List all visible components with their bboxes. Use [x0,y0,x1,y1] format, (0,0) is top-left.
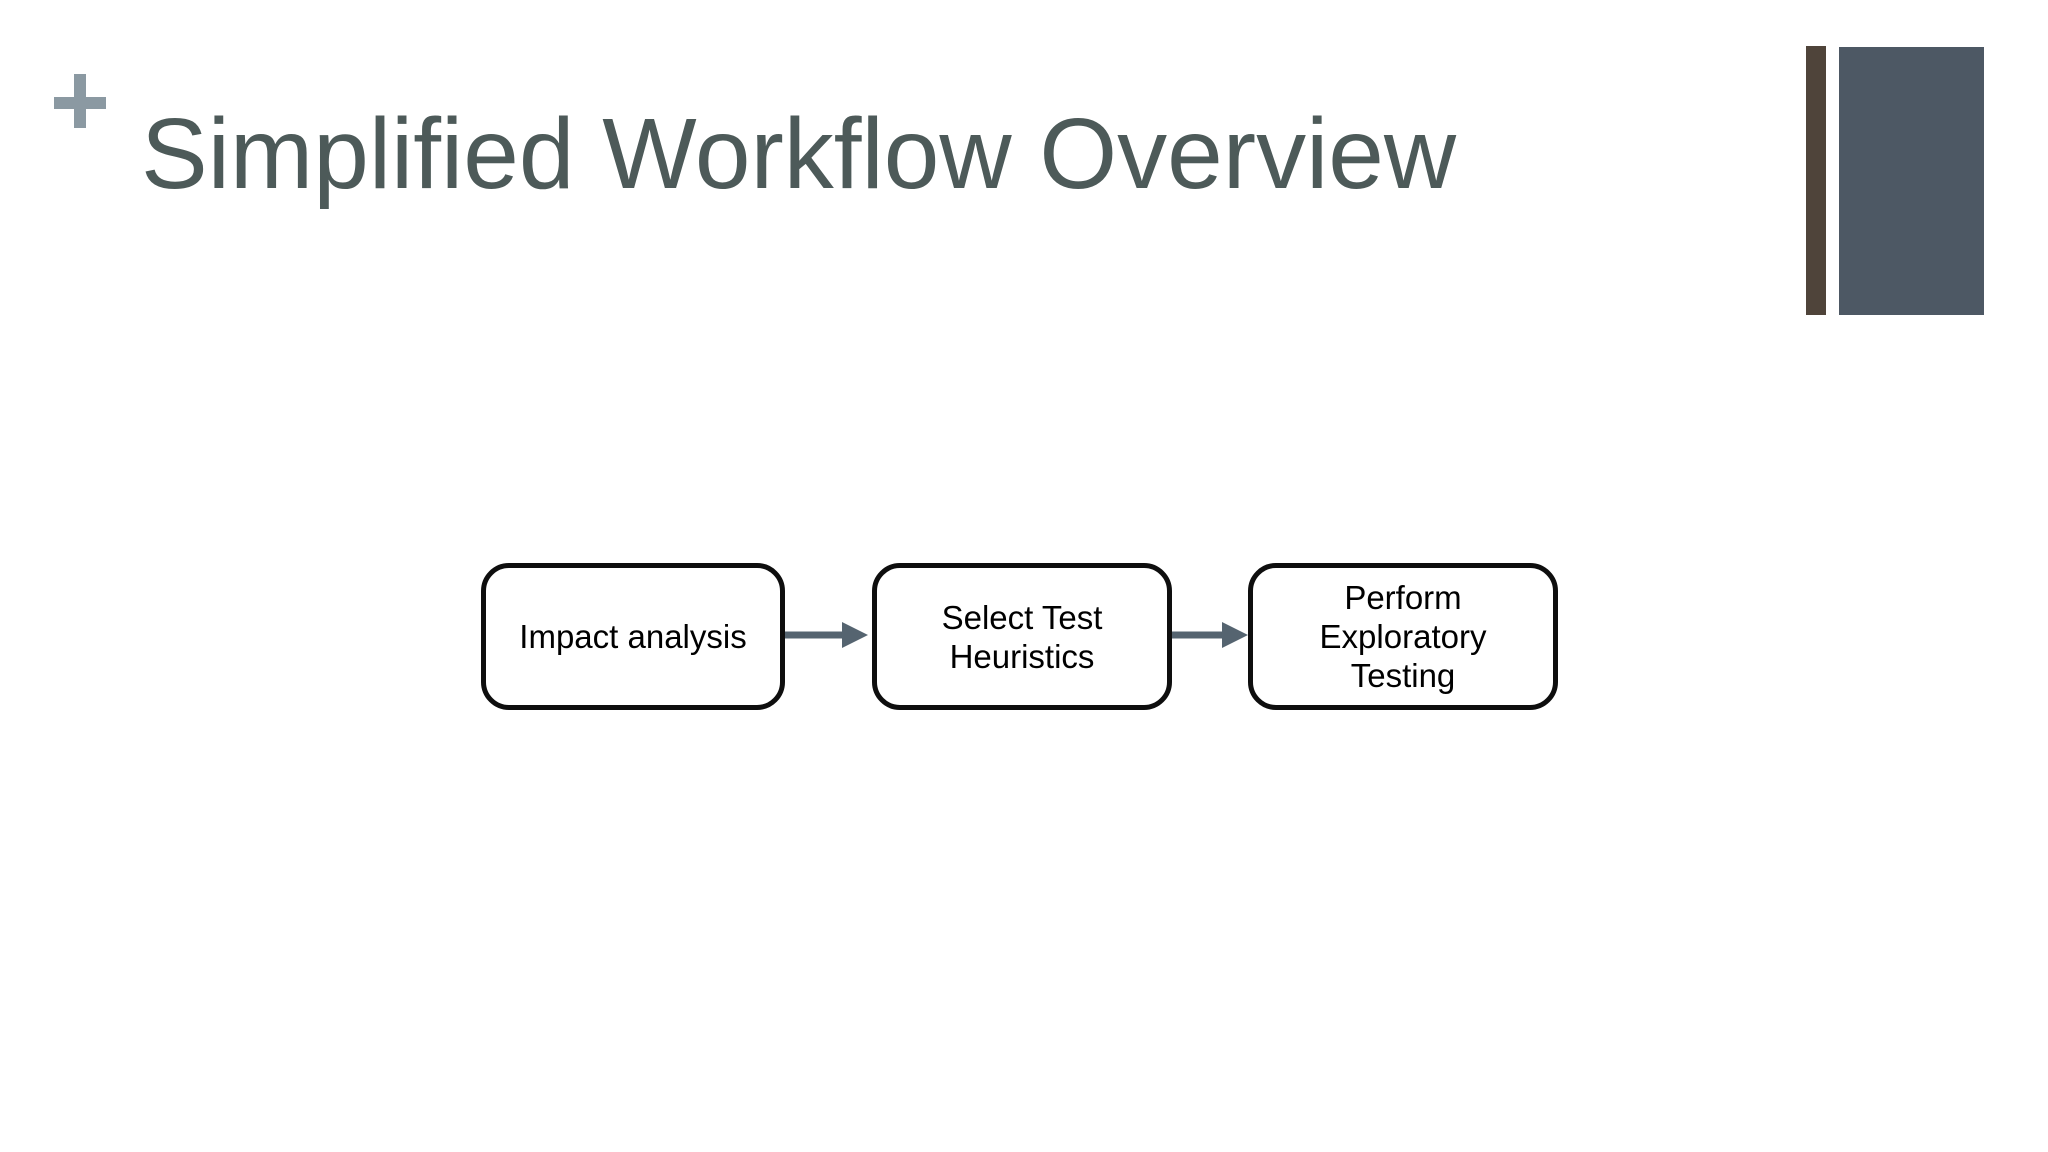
node-label-line: Testing [1350,657,1456,694]
plus-icon [54,74,106,128]
flow-node-impact-analysis: Impact analysis [481,563,785,710]
accent-block-decoration [1839,47,1984,315]
plus-icon-vertical-bar [74,74,86,128]
node-label-line: Heuristics [949,637,1095,675]
accent-bar-decoration [1806,46,1826,315]
slide-title: Simplified Workflow Overview [141,98,1457,210]
flow-node-perform-exploratory-testing: Perform Exploratory Testing [1248,563,1558,710]
flow-node-select-test-heuristics: Select Test Heuristics [872,563,1172,710]
node-label-line: Select Test [941,598,1103,636]
node-label-line: Exploratory [1319,618,1487,655]
node-label-line: Impact analysis [519,618,747,655]
flow-arrow-1 [785,622,868,648]
node-label-line: Perform [1344,579,1462,616]
flow-arrow-2 [1172,622,1248,648]
